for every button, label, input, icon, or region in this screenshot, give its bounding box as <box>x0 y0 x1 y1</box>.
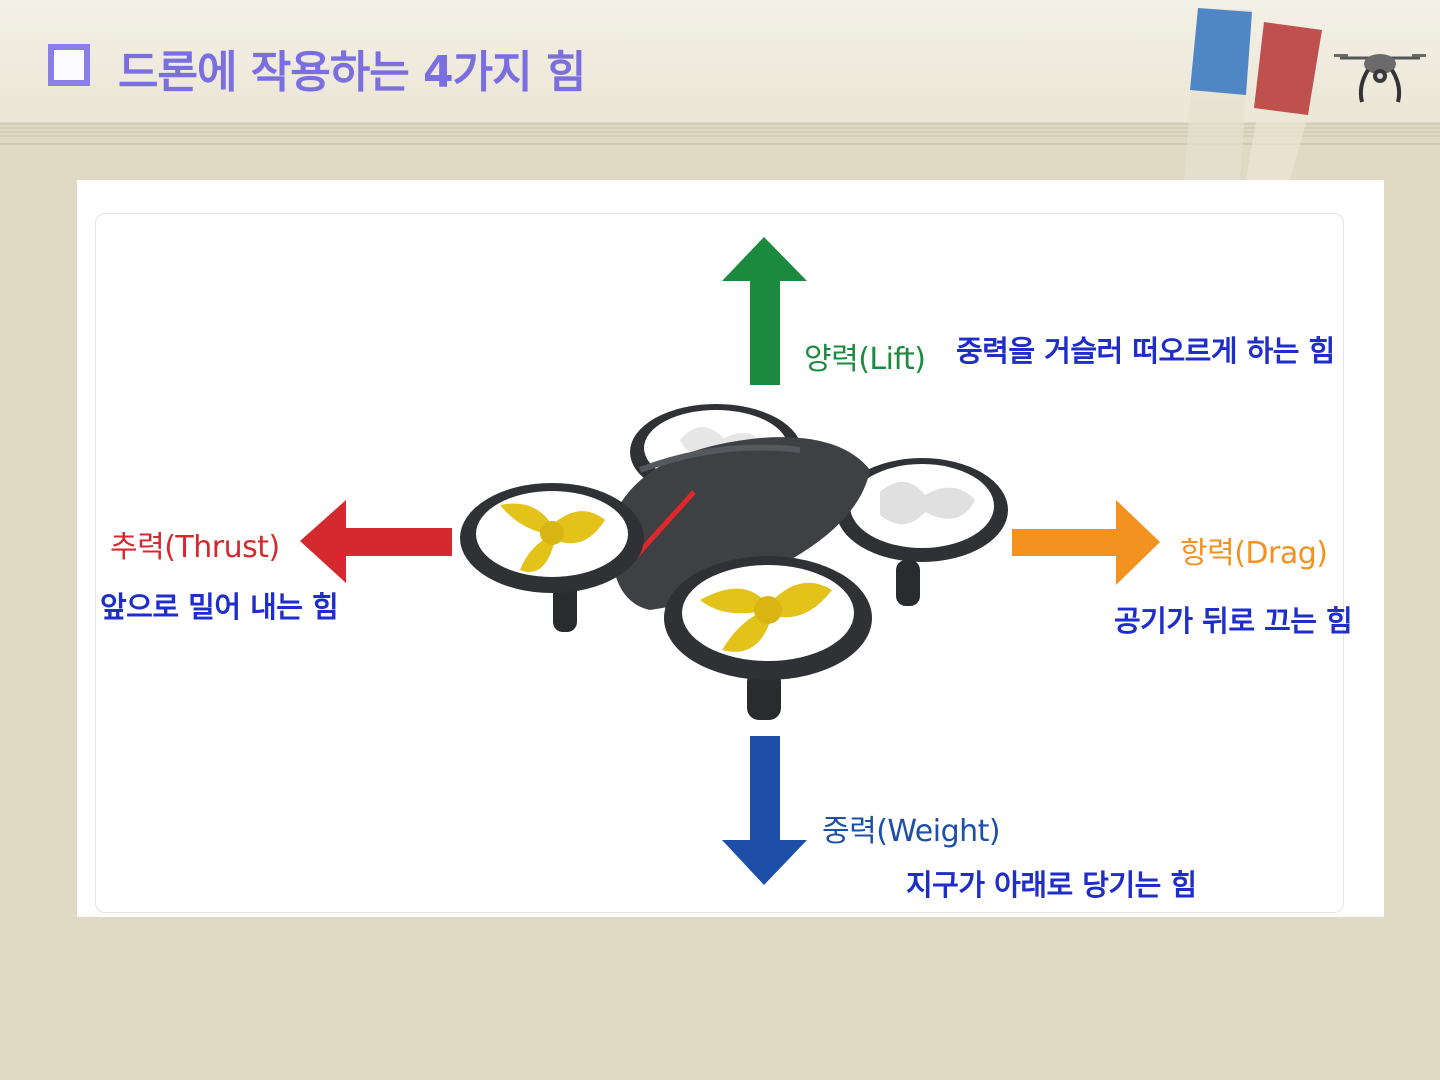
weight-label: 중력(Weight) <box>822 814 1001 849</box>
down-arrow-icon <box>722 736 807 885</box>
drone-illustration <box>460 404 1008 720</box>
right-arrow-icon <box>1012 500 1160 585</box>
checkbox-icon <box>48 44 90 86</box>
left-arrow-icon <box>300 500 452 583</box>
weight-description: 지구가 아래로 당기는 힘 <box>906 868 1197 902</box>
drag-label: 항력(Drag) <box>1180 536 1328 571</box>
lift-label: 양력(Lift) <box>804 342 926 377</box>
header-decoration <box>1184 8 1426 180</box>
up-arrow-icon <box>722 237 807 385</box>
thrust-label: 추력(Thrust) <box>110 530 280 565</box>
lift-description: 중력을 거슬러 떠오르게 하는 힘 <box>956 334 1335 368</box>
drag-description: 공기가 뒤로 끄는 힘 <box>1114 604 1353 638</box>
drone-icon <box>1334 54 1426 103</box>
thrust-description: 앞으로 밀어 내는 힘 <box>100 590 339 624</box>
slide-title: 드론에 작용하는 4가지 힘 <box>118 47 586 98</box>
